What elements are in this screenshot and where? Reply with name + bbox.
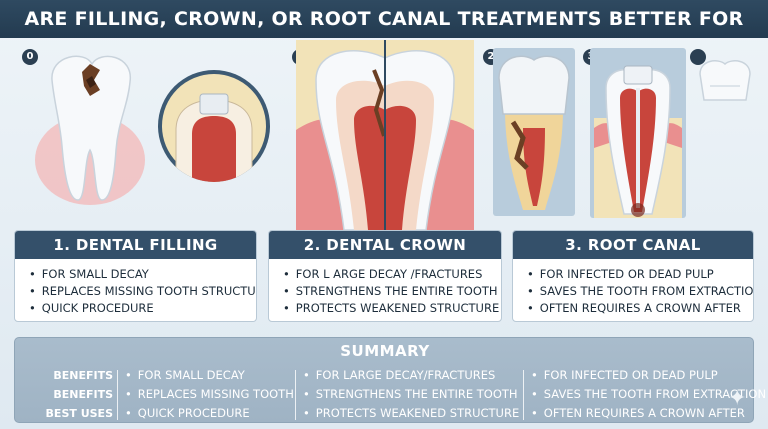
divider xyxy=(523,370,524,420)
summary-panel: SUMMARY BENEFITS BENEFITS BEST USES FOR … xyxy=(14,337,766,423)
list-item: FOR INFECTED OR DEAD PULP xyxy=(527,266,753,283)
step-badge-6 xyxy=(690,49,706,65)
crown-cross-section-illustration xyxy=(296,40,474,230)
summary-item: QUICK PROCEDURE xyxy=(125,404,294,423)
filling-cross-section-illustration xyxy=(158,70,270,182)
summary-item: PROTECTS WEAKENED STRUCTURE xyxy=(303,404,519,423)
summary-item: FOR SMALL DECAY xyxy=(125,366,294,385)
summary-title: SUMMARY xyxy=(340,342,430,360)
card-heading: 1. DENTAL FILLING xyxy=(15,231,256,259)
list-item: FOR L ARGE DECAY /FRACTURES xyxy=(283,266,501,283)
root-canal-card: 3. ROOT CANAL TREATMENT FOR INFECTED OR … xyxy=(512,230,754,322)
summary-row-labels: BENEFITS BENEFITS BEST USES xyxy=(21,366,113,423)
dental-filling-card: 1. DENTAL FILLING FOR SMALL DECAY REPLAC… xyxy=(14,230,257,322)
dental-crown-card: 2. DENTAL CROWN FOR L ARGE DECAY /FRACTU… xyxy=(268,230,502,322)
row-label: BENEFITS xyxy=(53,388,113,401)
summary-item: SAVES THE TOOTH FROM EXTRACTION xyxy=(531,385,766,404)
page-title: ARE FILLING, CROWN, OR ROOT CANAL TREATM… xyxy=(0,0,768,68)
summary-item: REPLACES MISSING TOOTH xyxy=(125,385,294,404)
sparkle-icon: ✦ xyxy=(728,386,747,411)
card-heading: 2. DENTAL CROWN xyxy=(269,231,501,259)
summary-item: OFTEN REQUIRES A CROWN AFTER xyxy=(531,404,766,423)
list-item: REPLACES MISSING TOOTH STRUCTURE xyxy=(29,283,256,300)
crowned-tooth-illustration xyxy=(493,48,575,216)
divider xyxy=(295,370,296,420)
card-heading: 3. ROOT CANAL TREATMENT xyxy=(513,231,753,282)
step-badge-0: 0 xyxy=(22,49,38,65)
list-item: OFTEN REQUIRES A CROWN AFTER xyxy=(527,300,753,317)
summary-item: STRENGTHENS THE ENTIRE TOOTH xyxy=(303,385,519,404)
summary-item: FOR INFECTED OR DEAD PULP xyxy=(531,366,766,385)
decayed-tooth-illustration xyxy=(30,50,150,215)
list-item: STRENGTHENS THE ENTIRE TOOTH xyxy=(283,283,501,300)
summary-column-crown: FOR LARGE DECAY/FRACTURES STRENGTHENS TH… xyxy=(303,366,519,423)
row-label: BEST USES xyxy=(45,407,113,420)
root-canal-illustration xyxy=(590,48,686,218)
divider xyxy=(117,370,118,420)
list-item: PROTECTS WEAKENED STRUCTURE xyxy=(283,300,501,317)
summary-column-filling: FOR SMALL DECAY REPLACES MISSING TOOTH Q… xyxy=(125,366,294,423)
summary-column-root-canal: FOR INFECTED OR DEAD PULP SAVES THE TOOT… xyxy=(531,366,766,423)
list-item: FOR SMALL DECAY xyxy=(29,266,256,283)
crown-cap-illustration xyxy=(696,56,754,104)
list-item: SAVES THE TOOTH FROM EXTRACTION xyxy=(527,283,753,300)
row-label: BENEFITS xyxy=(53,369,113,382)
summary-item: FOR LARGE DECAY/FRACTURES xyxy=(303,366,519,385)
list-item: QUICK PROCEDURE xyxy=(29,300,256,317)
